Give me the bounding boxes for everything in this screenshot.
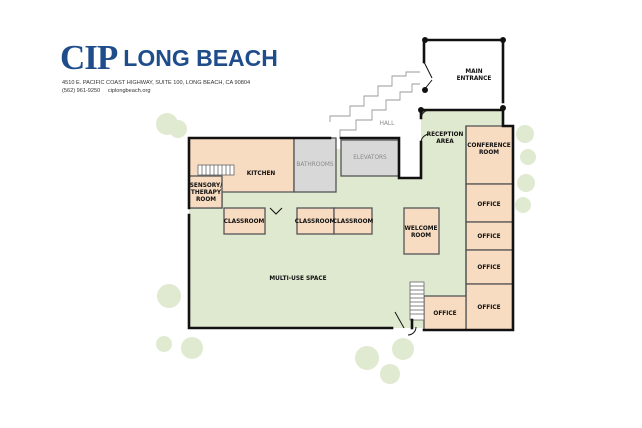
wall-marker [422,37,428,43]
wall-north-mid [339,136,423,180]
kitchen-label: KITCHEN [247,171,276,177]
classroom-2-label: CLASSROOM [295,219,336,225]
classroom-2 [296,207,335,235]
tree [355,346,379,370]
door-entrance [423,61,433,91]
tree [380,364,400,384]
classroom-3-label: CLASSROOM [333,219,374,225]
wall-south-west [187,213,394,330]
doors [269,61,433,336]
elevators-label: ELEVATORS [353,155,387,161]
rooms [188,125,514,331]
phone-number: (562) 961-9250 [62,88,101,94]
tree [156,336,172,352]
office-1-label: OFFICE [477,202,500,208]
hall-wall [339,83,420,138]
classroom-1 [223,207,266,235]
logo-cip: CIP [60,38,118,77]
hallway-outline [329,71,420,138]
office-2-label: OFFICE [477,234,500,240]
address-block: 4510 E. PACIFIC COAST HIGHWAY, SUITE 100… [62,79,250,95]
office-4 [465,283,514,331]
tree [181,337,203,359]
office-3 [465,249,514,285]
wall-markers [418,37,506,113]
tree [515,197,531,213]
kitchen-stairs [197,164,235,176]
website-link[interactable]: ciplongbeach.org [107,88,151,94]
wall-marker [418,107,424,113]
bathrooms-room [293,137,337,193]
door-south [407,326,417,336]
wall-marker [500,37,506,43]
office-3-label: OFFICE [477,265,500,271]
tree [169,120,187,138]
staircases [197,164,425,321]
tree [520,149,536,165]
office-stairs [409,281,425,321]
door-classroom [269,207,283,215]
door-reception [420,133,431,143]
classroom-3 [333,207,373,235]
hall-label: HALL [380,121,396,127]
wall-marker [500,105,506,111]
multi-use-label: MULTI-USE SPACE [269,276,326,282]
office-5-label: OFFICE [433,311,456,317]
office-4-label: OFFICE [477,305,500,311]
tree [392,338,414,360]
landscape-trees [156,113,536,384]
address-line: 4510 E. PACIFIC COAST HIGHWAY, SUITE 100… [62,80,251,86]
bathrooms-label: BATHROOMS [296,162,334,168]
elevators-room [340,139,400,177]
door-hall [420,109,431,119]
wall-north-west [187,136,332,210]
welcome-room [403,207,440,255]
sensory-room [188,175,223,209]
classroom-1-label: CLASSROOM [224,219,265,225]
tree [157,284,181,308]
wall-marker [422,87,428,93]
contact-line: (562) 961-9250 ciplongbeach.org [62,87,250,95]
door-stairs [394,311,405,329]
hall-wall [329,71,420,122]
tree [517,174,535,192]
logo-long-beach: LONG BEACH [123,45,278,71]
tree [516,125,534,143]
